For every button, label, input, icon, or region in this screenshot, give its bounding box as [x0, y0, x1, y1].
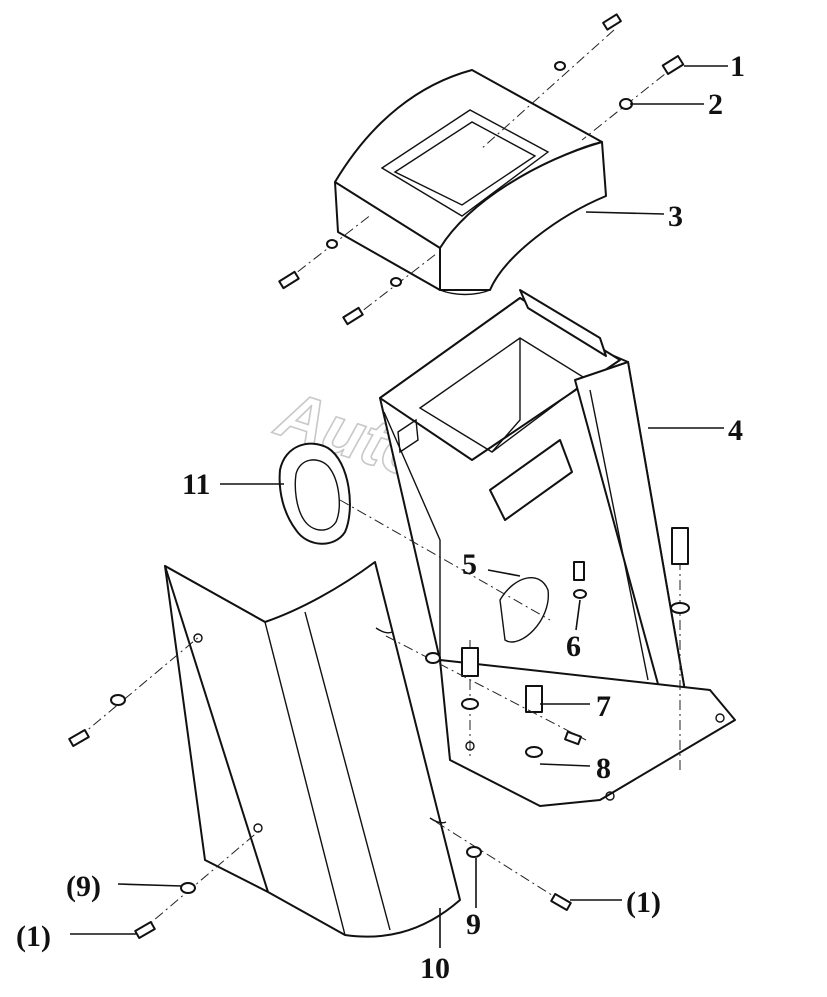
front-cover-fasteners	[68, 635, 587, 939]
callout-2: 2	[708, 88, 723, 121]
bracket-fasteners	[461, 527, 690, 770]
grommet-part-11	[278, 442, 551, 621]
callout-6: 6	[566, 630, 581, 663]
main-bracket-part-4	[379, 289, 736, 807]
callout-10: 10	[420, 952, 450, 985]
callout-8: 8	[596, 752, 611, 785]
callout-labels: 1 2 3 4 11 5 6 7 8 (9) (1) 9 (1) 10	[16, 50, 745, 985]
top-cover-part-3	[334, 69, 607, 296]
callout-9-parenthesized: (9)	[66, 870, 101, 903]
front-cover-part-10	[164, 561, 461, 938]
callout-1-parenthesized-left: (1)	[16, 920, 51, 953]
callout-5: 5	[462, 548, 477, 581]
callout-1: 1	[730, 50, 745, 83]
callout-4: 4	[728, 414, 743, 447]
callout-9: 9	[466, 908, 481, 941]
callout-1-parenthesized-right: (1)	[626, 886, 661, 919]
cover-fasteners	[278, 13, 685, 326]
leader-lines	[70, 65, 728, 948]
callout-3: 3	[668, 200, 683, 233]
callout-7: 7	[596, 690, 611, 723]
callout-11: 11	[182, 468, 210, 501]
